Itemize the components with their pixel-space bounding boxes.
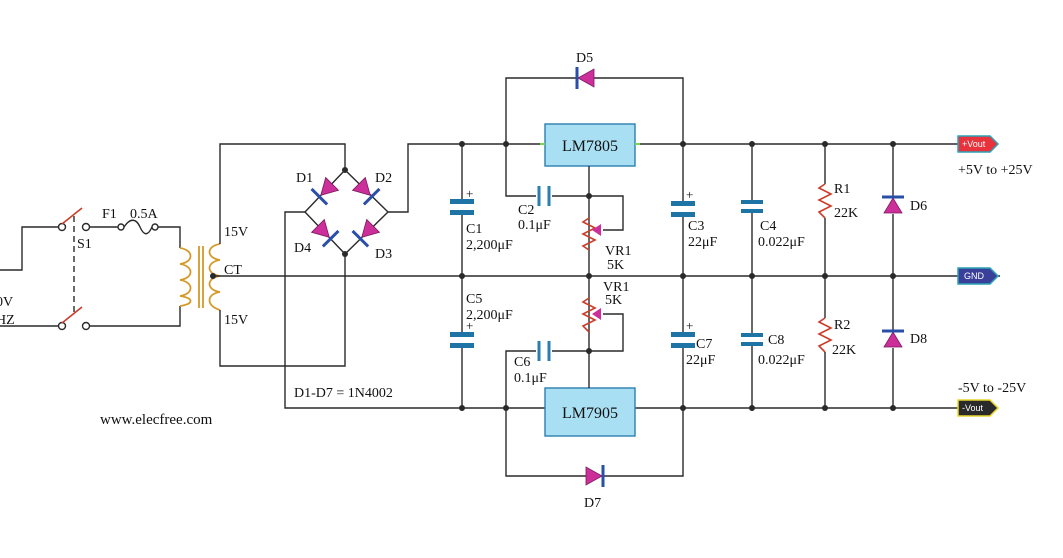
input-voltage-label: 0V (0, 295, 13, 310)
potentiometer-vr1-bottom-icon (581, 297, 597, 333)
diode-part-note: D1-D7 = 1N4002 (294, 386, 393, 401)
output-negative-tag: -Vout (957, 399, 1000, 417)
fuse-rating-label: 0.5A (130, 207, 159, 222)
diode-d5-icon (575, 67, 595, 89)
capacitor-c8-value: 0.022μF (758, 353, 805, 368)
transformer-bottom-tap-label: 15V (224, 313, 248, 328)
capacitor-c1-icon: + (450, 186, 474, 215)
switch-label: S1 (77, 237, 92, 252)
capacitor-c3-value: 22μF (688, 235, 718, 250)
diode-d1-label: D1 (296, 171, 313, 186)
diode-d2-label: D2 (375, 171, 392, 186)
fuse-icon (123, 219, 153, 235)
switch-contact-top-right (81, 222, 91, 232)
output-ground-tag: GND (957, 267, 1000, 285)
transformer: 15V CT 15V (179, 143, 1000, 367)
output-ground-tag-label: GND (964, 271, 985, 281)
potentiometer-vr1-top-label: VR1 (605, 244, 631, 259)
output-negative-range: -5V to -25V (958, 381, 1026, 396)
switch-lever-bottom (61, 306, 83, 324)
resistor-r2-value: 22K (832, 343, 856, 358)
potentiometer-vr1-bottom-value: 5K (605, 293, 622, 308)
website-label: www.elecfree.com (100, 412, 213, 428)
capacitor-c6-label: C6 (514, 355, 530, 370)
capacitor-c7-value: 22μF (686, 353, 716, 368)
diode-d3-label: D3 (375, 247, 392, 262)
capacitor-c8-icon (741, 333, 763, 346)
negative-rail: D7 LM7905 C6 0.1μF VR1 5K + C5 2,200μF (450, 276, 958, 511)
input-frequency-label: HZ (0, 313, 15, 328)
resistor-r1-icon (817, 183, 833, 219)
regulator-lm7905 (544, 387, 636, 437)
diode-d8-icon (882, 329, 904, 348)
regulator-lm7905-label: LM7905 (562, 405, 618, 422)
capacitor-c1-label: C1 (466, 222, 482, 237)
capacitor-c5-value: 2,200μF (466, 308, 513, 323)
bridge-rectifier: D1 D2 D3 D4 (284, 143, 545, 409)
potentiometer-vr1-bottom-wiper-icon (592, 308, 601, 320)
output-positive-range: +5V to +25V (958, 163, 1033, 178)
capacitor-c6-value: 0.1μF (514, 371, 547, 386)
resistor-r2-label: R2 (834, 318, 850, 333)
diode-d3-icon (351, 218, 381, 248)
diode-d7-label: D7 (584, 496, 601, 511)
capacitor-c4-icon (741, 200, 763, 213)
capacitor-c3-label: C3 (688, 219, 704, 234)
capacitor-c5-icon: + (450, 318, 474, 348)
capacitor-c6-icon (537, 341, 551, 361)
diode-d7-icon (585, 465, 605, 487)
diode-d6-icon (882, 195, 904, 214)
capacitor-c1-value: 2,200μF (466, 238, 513, 253)
output-positive-tag: +Vout (957, 135, 1000, 153)
output-terminals: +Vout +5V to +25V GND -Vout -5V to -25V (957, 135, 1033, 417)
positive-rail: D5 LM7805 C2 0.1μF VR1 5K + C1 2,20 (450, 51, 958, 279)
diode-d8-label: D8 (910, 332, 927, 347)
input-section: 0V HZ S1 F1 0.5A (0, 207, 181, 331)
capacitor-c2-label: C2 (518, 203, 534, 218)
capacitor-c2-value: 0.1μF (518, 218, 551, 233)
diode-d2-icon (351, 176, 381, 206)
regulator-lm7805-label: LM7805 (562, 138, 618, 155)
switch-contact-bottom-right (81, 321, 91, 331)
potentiometer-vr1-top-value: 5K (607, 258, 624, 273)
capacitor-c3-icon: + (671, 187, 695, 217)
capacitor-c4-value: 0.022μF (758, 235, 805, 250)
switch-contact-top-left (57, 222, 67, 232)
potentiometer-vr1-top-icon (581, 217, 597, 251)
output-positive-tag-label: +Vout (962, 139, 986, 149)
diode-d1-icon (310, 176, 340, 206)
capacitor-c5-label: C5 (466, 292, 482, 307)
potentiometer-vr1-bottom-label: VR1 (603, 280, 629, 295)
capacitor-c8-label: C8 (768, 333, 784, 348)
regulator-lm7805 (544, 123, 636, 167)
resistor-r1-label: R1 (834, 182, 850, 197)
diode-d4-label: D4 (294, 241, 311, 256)
transformer-center-tap-label: CT (224, 263, 242, 278)
fuse-end-right (151, 223, 159, 231)
output-negative-tag-label: -Vout (962, 403, 984, 413)
resistor-r2-icon (817, 317, 833, 353)
diode-d4-icon (310, 218, 340, 248)
svg-text:+: + (466, 186, 473, 201)
capacitor-c2-icon (537, 186, 551, 206)
svg-text:+: + (686, 187, 693, 202)
capacitor-c4-label: C4 (760, 219, 776, 234)
switch-lever-top (61, 207, 83, 225)
svg-text:+: + (466, 318, 473, 333)
fuse-end-left (117, 223, 125, 231)
fuse-label: F1 (102, 207, 117, 222)
capacitor-c7-icon: + (671, 318, 695, 348)
transformer-top-tap-label: 15V (224, 225, 248, 240)
diode-d6-label: D6 (910, 199, 927, 214)
transformer-primary-coil-icon (179, 247, 192, 307)
diode-d5-label: D5 (576, 51, 593, 66)
resistor-r1-value: 22K (834, 206, 858, 221)
switch-contact-bottom-left (57, 321, 67, 331)
capacitor-c7-label: C7 (696, 337, 712, 352)
potentiometer-vr1-top-wiper-icon (592, 224, 601, 236)
svg-text:+: + (686, 318, 693, 333)
